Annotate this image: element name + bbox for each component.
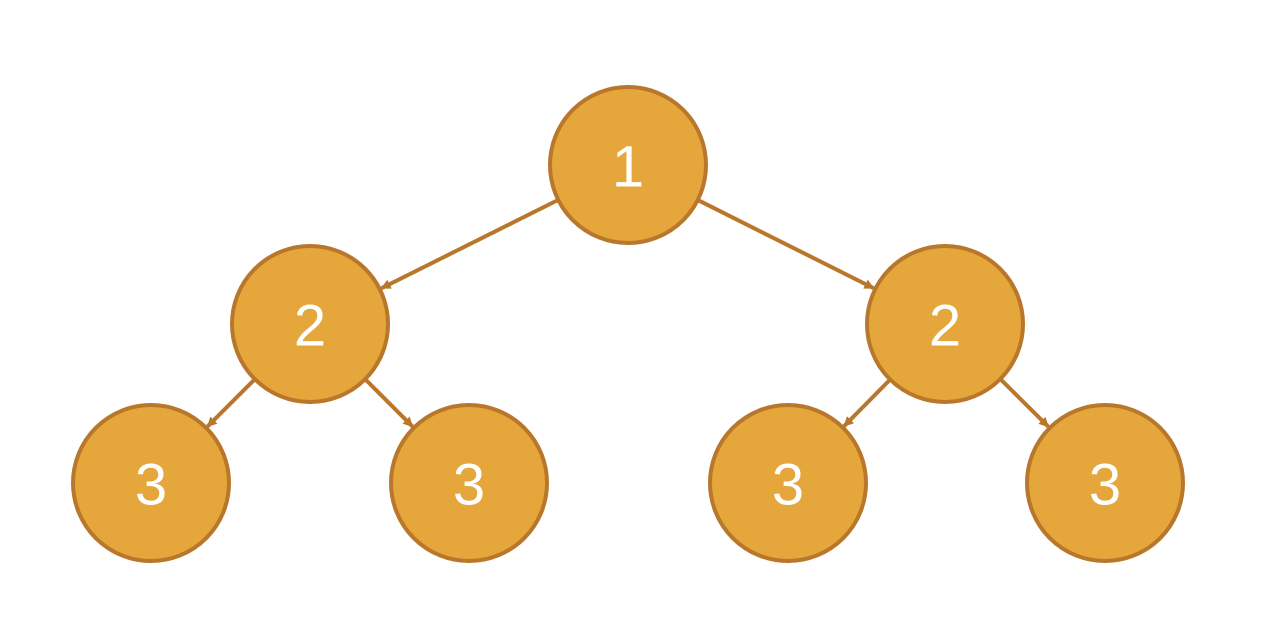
nodes-layer: 1 2 2 3 3 3 3 [71,85,1185,563]
node-label: 3 [135,453,167,518]
node-label: 2 [294,294,326,359]
edge-n2a-to-n3a [206,377,257,428]
node-label: 3 [453,453,485,518]
node-circle [71,403,231,563]
node-label: 1 [612,135,644,200]
node-circle [865,244,1025,404]
tree-node-n3a: 3 [71,403,231,563]
node-circle [389,403,549,563]
node-circle [548,85,708,245]
node-circle [230,244,390,404]
tree-node-n2b: 2 [865,244,1025,404]
node-circle [708,403,868,563]
edge-n1-to-n2a [380,198,560,291]
edge-n2b-to-n3d [998,377,1050,429]
edges-layer [206,198,1050,429]
tree-node-n2a: 2 [230,244,390,404]
node-label: 3 [1089,453,1121,518]
edge-n2b-to-n3c [842,378,892,428]
node-label: 3 [772,453,804,518]
tree-node-n3c: 3 [708,403,868,563]
tree-node-n1: 1 [548,85,708,245]
node-label: 2 [929,294,961,359]
tree-node-n3b: 3 [389,403,549,563]
tree-node-n3d: 3 [1025,403,1185,563]
node-circle [1025,403,1185,563]
edge-n2a-to-n3b [363,377,414,428]
edge-n1-to-n2b [696,198,875,290]
